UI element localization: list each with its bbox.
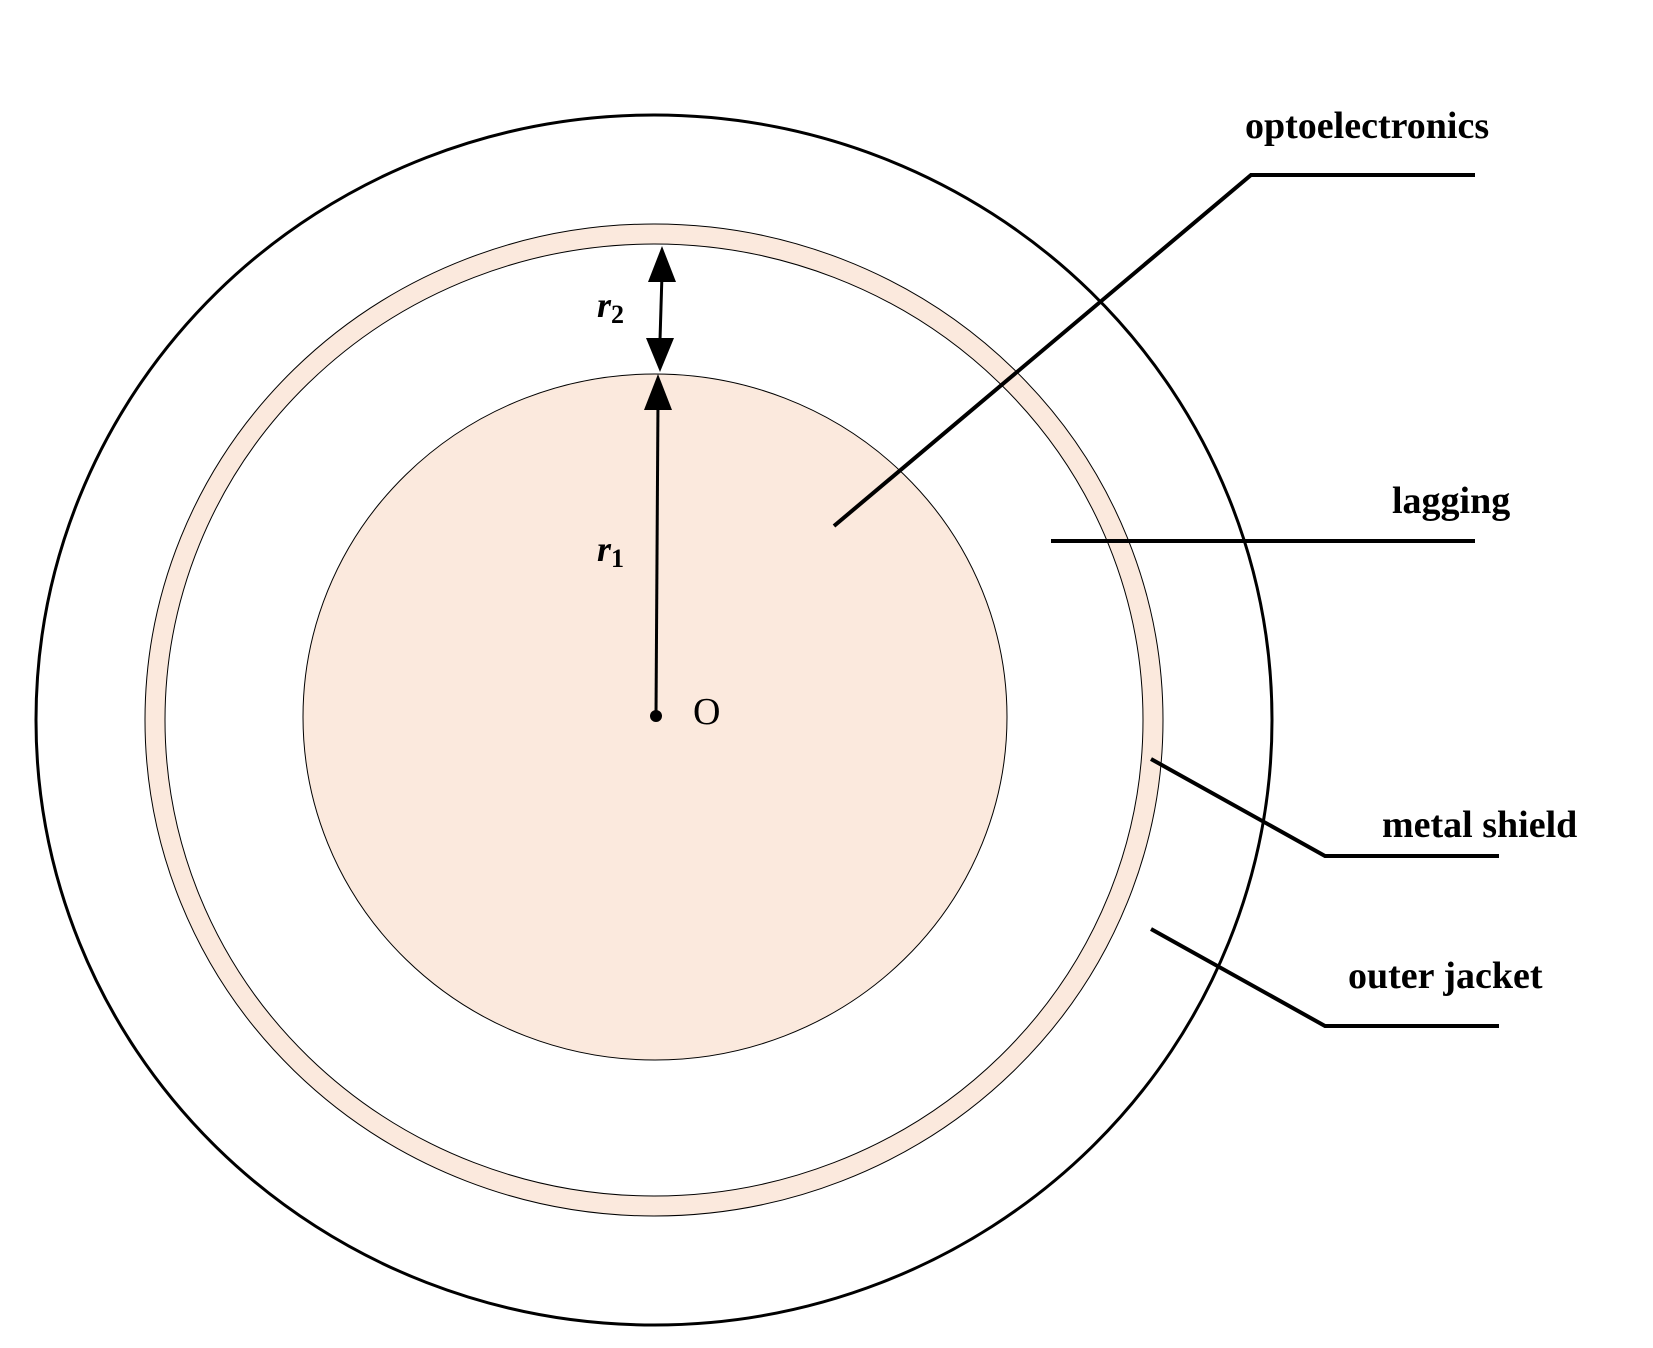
label-origin: O — [693, 691, 720, 733]
label-optoelectronics: optoelectronics — [1245, 105, 1489, 147]
label-r1-base: r — [597, 529, 612, 569]
label-r2-sub: 2 — [611, 300, 624, 329]
label-metal-shield: metal shield — [1382, 804, 1577, 846]
label-r1-sub: 1 — [611, 544, 624, 573]
origin-point — [650, 710, 662, 722]
label-r2-base: r — [597, 285, 612, 325]
label-r2: r2 — [597, 285, 624, 329]
leader-outer-jacket — [1150, 927, 1499, 1028]
r2-thickness-arrow — [646, 246, 676, 372]
label-lagging: lagging — [1392, 480, 1510, 522]
label-outer-jacket: outer jacket — [1348, 955, 1543, 997]
leader-optoelectronics — [832, 173, 1475, 528]
leader-metal-shield — [1150, 757, 1499, 858]
label-r1: r1 — [597, 529, 624, 573]
r1-radius-arrow — [644, 374, 672, 716]
